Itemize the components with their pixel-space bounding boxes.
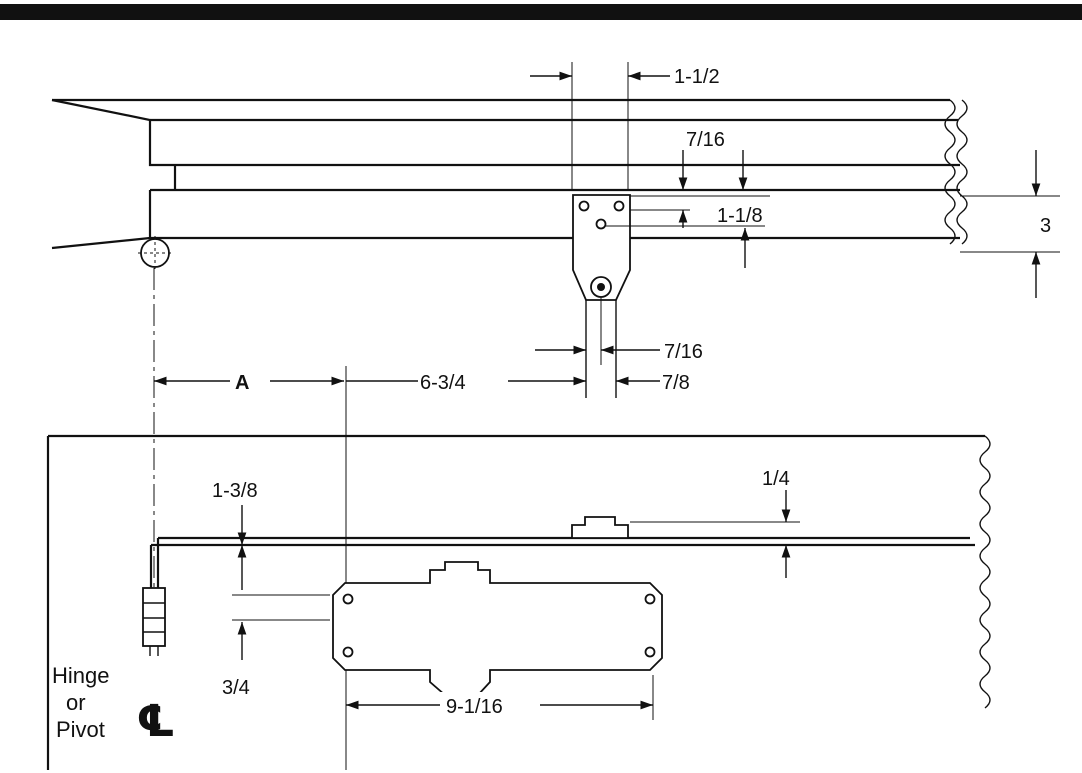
top-view-door: [51, 98, 968, 250]
dim-1-1-8: 1-1/8: [717, 205, 763, 227]
dim-1-4: 1/4: [762, 468, 790, 490]
arm-shoe: [571, 516, 629, 539]
dim-3: 3: [1040, 215, 1051, 237]
centerline-symbol: ℄: [136, 697, 175, 746]
label-or: or: [66, 690, 86, 715]
dim-1-3-8: 1-3/8: [212, 480, 258, 502]
dim-9-1-16: 9-1/16: [446, 696, 503, 718]
arm-bracket: [572, 194, 631, 301]
dim-7-16-top: 7/16: [686, 129, 725, 151]
dim-1-1-2: 1-1/2: [674, 66, 720, 88]
bottom-view-door: [46, 434, 991, 770]
dim-7-16-bottom: 7/16: [664, 341, 703, 363]
dim-7-8: 7/8: [662, 372, 690, 394]
label-pivot: Pivot: [56, 717, 105, 742]
dim-3-4: 3/4: [222, 677, 250, 699]
dim-6-3-4: 6-3/4: [420, 372, 466, 394]
closer-body: [332, 561, 663, 696]
pivot-circle: [138, 236, 172, 270]
label-hinge: Hinge: [52, 663, 109, 688]
header-rule: [0, 4, 1082, 20]
dim-a: A: [235, 372, 249, 394]
hinge-barrel: [142, 587, 166, 656]
